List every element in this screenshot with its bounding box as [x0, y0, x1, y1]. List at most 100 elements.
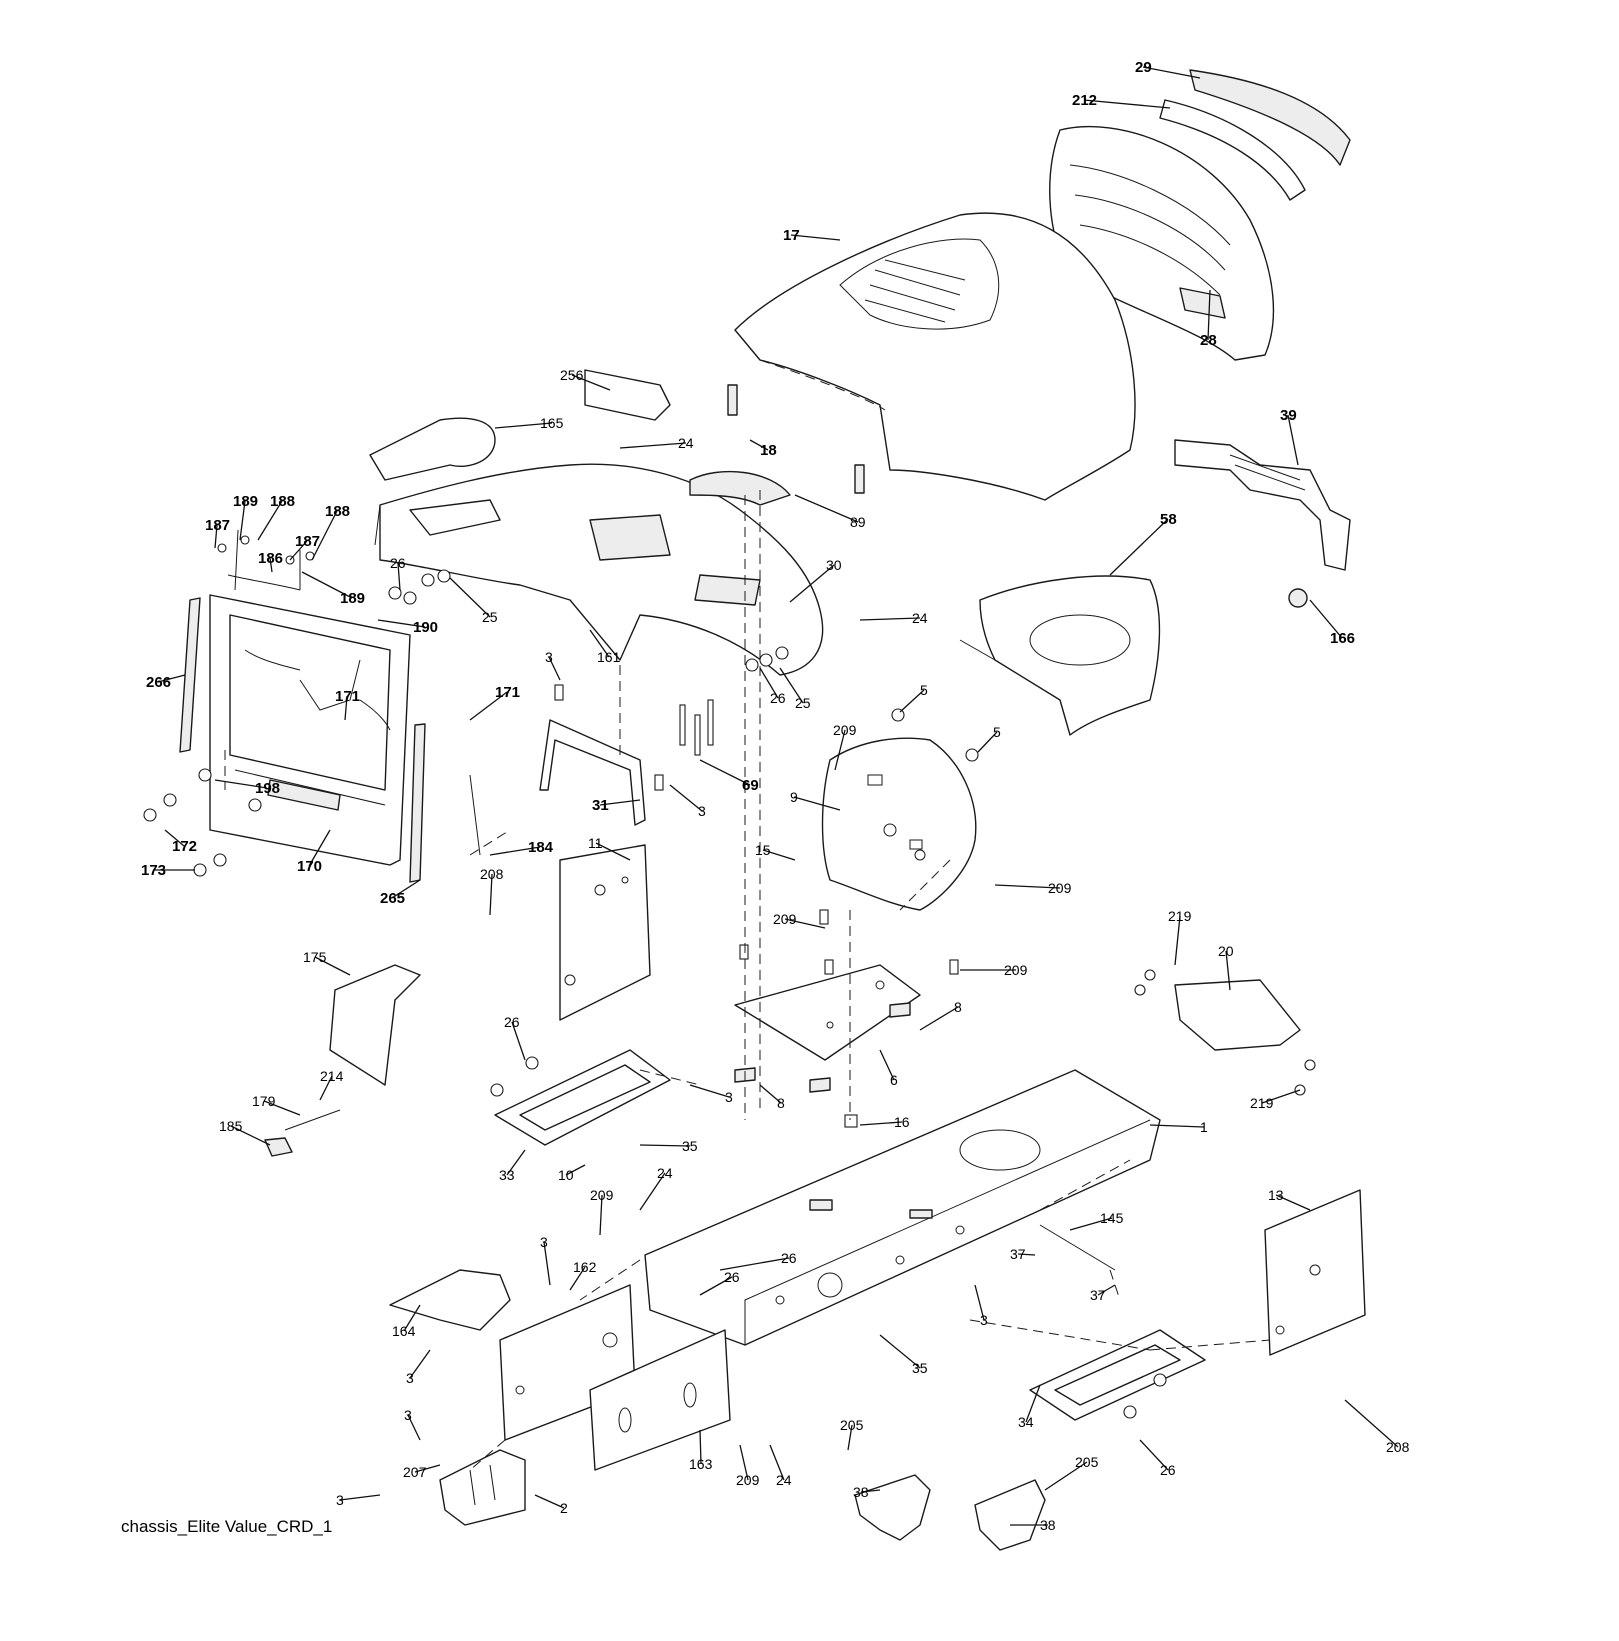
- leader-line-c3b: [669, 784, 703, 812]
- parts-illustrations: [143, 69, 1366, 1551]
- leader-line-c256: [571, 374, 611, 391]
- leader-line-c39: [1287, 414, 1299, 466]
- leader-line-c2: [534, 1494, 565, 1509]
- part-20-bracket: [1174, 979, 1301, 1051]
- callout-c58: 58: [1160, 511, 1177, 528]
- part-38-bracket-right: [974, 1479, 1046, 1551]
- leader-line-c209c: [784, 918, 826, 929]
- part-34-footrest: [1029, 1329, 1206, 1421]
- part-9-shield: [821, 737, 977, 911]
- part-33-footrest: [494, 1049, 671, 1146]
- leader-line-c162: [569, 1266, 586, 1291]
- part-1-main-frame: [644, 1069, 1161, 1346]
- callout-c187b: 187: [295, 533, 320, 550]
- callout-c163: 163: [689, 1456, 713, 1472]
- leader-line-c161: [589, 629, 610, 658]
- callout-c161: 161: [597, 649, 621, 665]
- callout-c189a: 189: [233, 493, 258, 510]
- callout-c31: 31: [592, 797, 609, 814]
- callout-c165: 165: [540, 415, 564, 431]
- leader-line-c205b: [1044, 1461, 1088, 1491]
- callout-c33: 33: [499, 1167, 515, 1183]
- callout-c24c: 24: [657, 1165, 673, 1181]
- callout-c24a: 24: [678, 435, 694, 451]
- leader-line-c175: [314, 956, 351, 976]
- part-164-bracket: [389, 1269, 511, 1331]
- callout-c3c: 3: [725, 1089, 733, 1105]
- leader-line-c24a: [619, 442, 687, 449]
- callout-c17: 17: [783, 227, 800, 244]
- callout-c5a: 5: [920, 682, 928, 698]
- leader-line-c5b: [977, 731, 998, 753]
- callout-c189b: 189: [340, 590, 365, 607]
- callout-c26f: 26: [1160, 1462, 1176, 1478]
- part-6-floor-plate: [734, 964, 921, 1061]
- part-8-clip-c: [889, 1002, 911, 1018]
- callout-c26b: 26: [770, 690, 786, 706]
- leader-line-c171a: [469, 691, 508, 721]
- leader-line-c26c: [511, 1021, 526, 1061]
- leader-line-c25b: [779, 667, 804, 704]
- leader-line-c205a: [847, 1424, 853, 1451]
- callout-c175: 175: [303, 949, 327, 965]
- callout-c179: 179: [252, 1093, 276, 1109]
- callout-c207: 207: [403, 1464, 427, 1480]
- diagram-caption: chassis_Elite Value_CRD_1: [121, 1517, 333, 1536]
- leader-line-c26e: [699, 1276, 733, 1296]
- part-266-strip: [179, 597, 201, 753]
- leader-line-c266: [157, 674, 186, 683]
- leader-line-c198: [214, 779, 268, 789]
- leader-line-c24c: [639, 1172, 666, 1211]
- leader-line-c58: [1109, 518, 1169, 576]
- callout-c198: 198: [255, 780, 280, 797]
- leader-line-c26f: [1139, 1439, 1169, 1471]
- leader-line-c212: [1083, 99, 1171, 109]
- callout-c256: 256: [560, 367, 584, 383]
- leader-line-c171b: [344, 695, 348, 721]
- callout-c208a: 208: [480, 866, 504, 882]
- leader-line-c179: [263, 1100, 301, 1116]
- leader-line-c145: [1069, 1217, 1113, 1231]
- leader-line-c29: [1142, 66, 1201, 79]
- callout-c3g: 3: [404, 1407, 412, 1423]
- leader-line-c188b: [311, 510, 338, 561]
- callout-c219b: 219: [1250, 1095, 1274, 1111]
- leader-line-c26a: [397, 562, 401, 591]
- part-145-rod: [1039, 1224, 1116, 1271]
- callout-c170: 170: [297, 858, 322, 875]
- callout-c37a: 37: [1010, 1246, 1026, 1262]
- part-18-bumper-bottom: [854, 464, 865, 494]
- callout-c38a: 38: [853, 1484, 869, 1500]
- callout-c3b: 3: [698, 803, 706, 819]
- part-58-shroud: [959, 575, 1161, 736]
- callout-c26d: 26: [781, 1250, 797, 1266]
- callout-c35b: 35: [912, 1360, 928, 1376]
- leader-line-c28: [1207, 289, 1211, 341]
- callout-c10: 10: [558, 1167, 574, 1183]
- leader-line-c172: [164, 829, 185, 847]
- leader-line-c219b: [1261, 1089, 1301, 1104]
- callout-c173: 173: [141, 862, 166, 879]
- leader-line-c15: [762, 849, 796, 861]
- leader-line-c185: [230, 1125, 271, 1146]
- callout-c25a: 25: [482, 609, 498, 625]
- callout-c6: 6: [890, 1072, 898, 1088]
- part-179-185-pedal: [264, 1109, 341, 1157]
- callout-c3a: 3: [545, 649, 553, 665]
- leader-line-c1: [1149, 1124, 1205, 1128]
- leader-line-c38a: [860, 1489, 881, 1493]
- leader-line-c3c: [689, 1084, 730, 1098]
- leader-line-c33: [506, 1149, 526, 1176]
- part-8-clip-b: [809, 1077, 831, 1093]
- leader-line-c35a: [639, 1144, 691, 1147]
- leader-line-c163: [699, 1429, 702, 1465]
- leader-line-c209f: [739, 1444, 749, 1481]
- callout-c24b: 24: [912, 610, 928, 626]
- linkage-small-parts: [217, 529, 315, 591]
- fasteners: [388, 569, 1316, 1419]
- part-16-nut: [844, 1114, 858, 1128]
- part-184-rod: [469, 774, 481, 856]
- callout-c13: 13: [1268, 1187, 1284, 1203]
